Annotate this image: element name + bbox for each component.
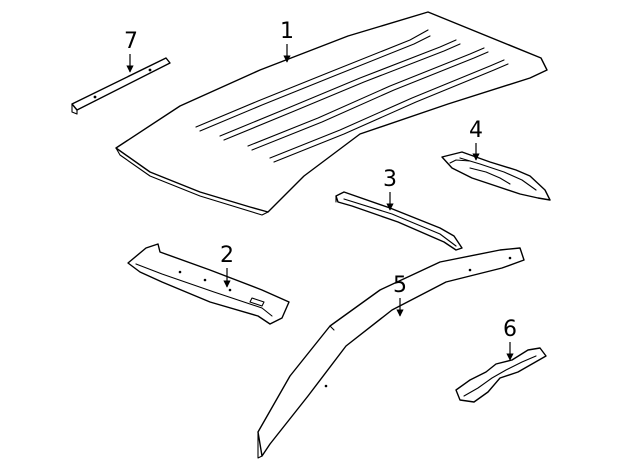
svg-text:4: 4 bbox=[469, 118, 483, 143]
callout-7: 7 bbox=[124, 29, 138, 73]
callout-3: 3 bbox=[383, 167, 397, 211]
svg-text:5: 5 bbox=[393, 273, 407, 298]
part-6-bracket[interactable] bbox=[455, 347, 547, 403]
svg-text:3: 3 bbox=[383, 167, 397, 192]
callout-6: 6 bbox=[503, 317, 517, 361]
svg-text:7: 7 bbox=[124, 29, 138, 54]
callout-2: 2 bbox=[220, 243, 234, 288]
part-5-side-rail[interactable] bbox=[257, 247, 525, 459]
part-4-rear-bow[interactable] bbox=[441, 151, 551, 201]
svg-text:1: 1 bbox=[280, 19, 294, 44]
svg-text:6: 6 bbox=[503, 317, 517, 342]
part-7-bracket[interactable] bbox=[71, 57, 171, 115]
part-3-roof-bow[interactable] bbox=[335, 191, 463, 251]
callout-5: 5 bbox=[393, 273, 407, 317]
svg-text:2: 2 bbox=[220, 243, 234, 268]
callout-1: 1 bbox=[280, 19, 294, 63]
callout-4: 4 bbox=[469, 118, 483, 161]
part-2-front-header[interactable] bbox=[127, 243, 290, 325]
part-1-roof-panel[interactable] bbox=[115, 11, 548, 216]
